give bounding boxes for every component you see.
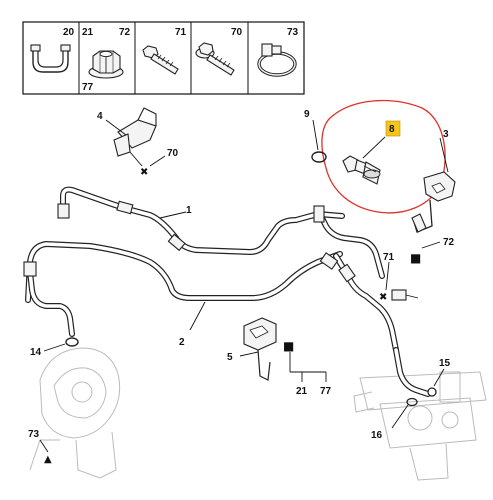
triangle-marker-73: ▲: [44, 454, 52, 465]
callout-4: 4: [97, 111, 103, 122]
parts-header-table: 20 21 72 77 71 70 73: [22, 21, 305, 95]
header-cell-5-top-right: 73: [287, 27, 299, 38]
highlight-circle: [321, 100, 446, 214]
bracket-part-3: [411, 171, 456, 233]
callout-9: 9: [304, 109, 310, 120]
pipe-2-flex-hose: [23, 261, 75, 337]
washer-part-14: [65, 337, 79, 347]
rack-feed-pipe: [393, 347, 431, 397]
seal-part-15: [427, 387, 437, 397]
bracket-leader-21-77: [289, 352, 327, 382]
pipe-1-right-branch: [313, 205, 385, 279]
leader-73: [39, 439, 49, 453]
square-marker-21-77: ■: [283, 339, 294, 353]
bracket-part-5: [243, 317, 277, 381]
leader-5: [239, 351, 259, 357]
callout-77: 77: [320, 386, 332, 397]
leader-4-to-70: [129, 151, 143, 167]
hose-clamp-icon: [257, 43, 297, 77]
leader-4: [105, 119, 127, 136]
bracket-part-4: [113, 107, 157, 157]
leader-15: [433, 368, 445, 387]
header-cell-2-bottom-left: 77: [82, 82, 94, 93]
cross-marker-70: ✖: [140, 167, 148, 178]
callout-8: 8: [389, 124, 395, 135]
callout-71: 71: [383, 252, 395, 263]
callout-5: 5: [227, 352, 233, 363]
callout-21: 21: [296, 386, 308, 397]
header-cell-2-top-right: 72: [119, 27, 131, 38]
callout-70: 70: [167, 148, 179, 159]
leader-8: [362, 136, 386, 159]
leader-9: [312, 119, 319, 151]
leader-16: [391, 404, 409, 429]
o-ring-part-16: [406, 397, 418, 407]
callout-72: 72: [443, 237, 455, 248]
flange-bolt-icon: [195, 42, 235, 76]
clip-icon: [30, 44, 71, 73]
leader-71: [385, 261, 390, 291]
hex-bolt-icon: [142, 45, 179, 75]
pipe-1: [60, 186, 345, 255]
cross-marker-71: ✖: [379, 292, 387, 303]
leader-1: [159, 211, 187, 219]
callout-8-badge: [385, 120, 401, 137]
leader-clip-71: [405, 294, 419, 299]
header-cell-1-top-left: 20: [63, 27, 75, 38]
callout-15: 15: [439, 358, 451, 369]
flange-nut-icon: [88, 50, 124, 79]
pipe-2-right-branch: [319, 252, 399, 353]
leader-14: [43, 343, 66, 352]
leader-72: [421, 241, 441, 249]
o-ring-part-9: [311, 151, 327, 163]
hose-clip-71: [391, 289, 407, 301]
leader-3: [439, 137, 449, 173]
steering-rack: [353, 371, 487, 481]
header-cell-2-top-left: 21: [82, 27, 94, 38]
pressure-switch-part-8: [342, 155, 381, 185]
header-cell-4-top-right: 70: [231, 27, 243, 38]
callout-2: 2: [179, 337, 185, 348]
header-cell-3-top-right: 71: [175, 27, 187, 38]
leader-70: [149, 155, 166, 167]
square-marker-72: ■: [410, 251, 421, 265]
callout-14: 14: [30, 347, 42, 358]
pipe-2: [25, 241, 343, 303]
callout-3: 3: [443, 129, 449, 140]
callout-16: 16: [371, 430, 383, 441]
callout-1: 1: [186, 205, 192, 216]
callout-73: 73: [28, 429, 40, 440]
pipe-1-end-fitting: [57, 203, 70, 219]
leader-2: [189, 301, 206, 331]
